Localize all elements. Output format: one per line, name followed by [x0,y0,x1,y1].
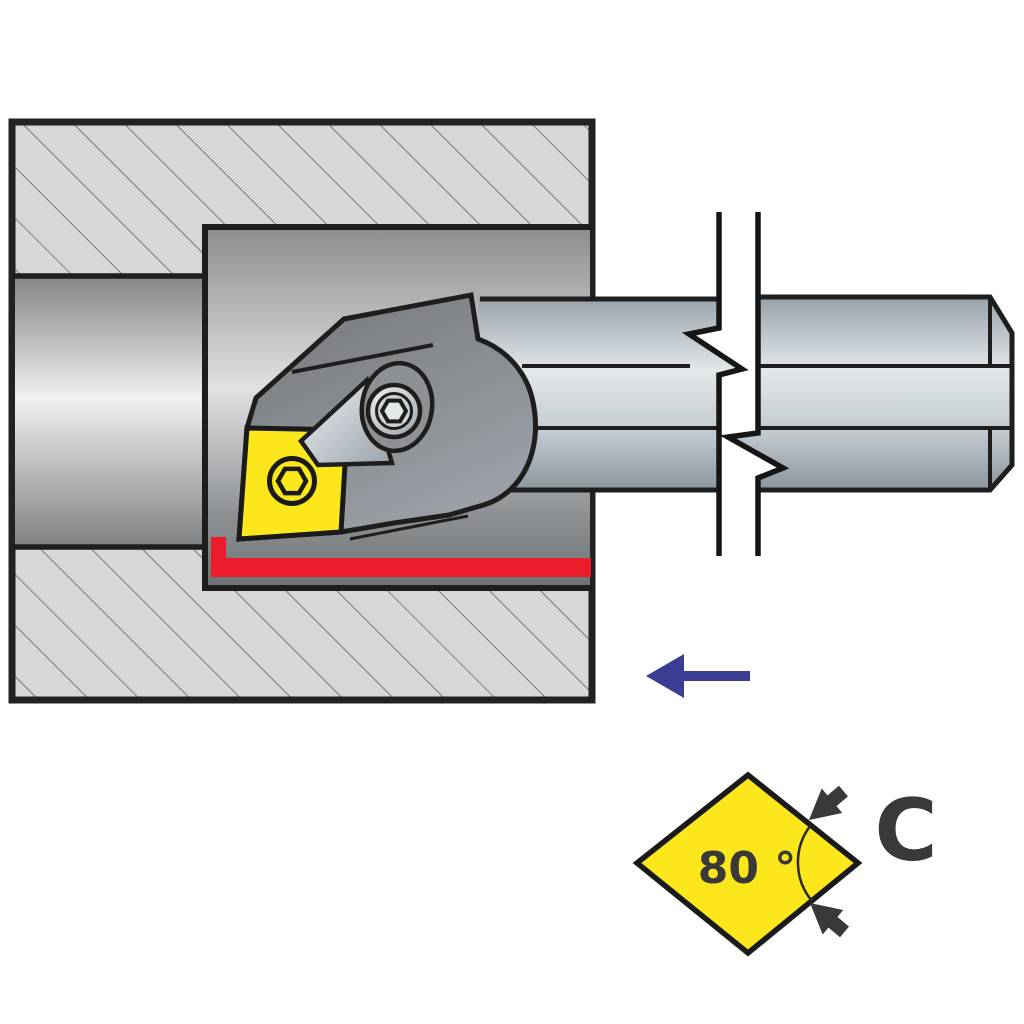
machined-surface-line [211,537,591,577]
feed-direction-arrow-icon [646,654,750,698]
break-line-right [719,212,790,556]
insert-rhombus [632,771,863,957]
machined-surface-horizontal [211,558,591,577]
shank-left-body [478,297,742,492]
break-symbol [681,212,790,556]
angle-arrow-upper-icon [809,785,848,820]
boring-bar-shank-right [720,294,1015,493]
insert-screw-hex-socket-icon [275,466,309,496]
break-line-left [681,212,749,556]
angle-arrow-lower-icon [810,903,849,938]
head-top-facet-line [291,343,434,374]
tool-head [236,292,538,542]
angle-dimension-arc [796,824,813,902]
head-underside-line [349,514,469,541]
clamp-screw-hex-socket-icon [379,398,409,424]
insert-code-letter: C [874,781,937,881]
insert-shape-diagram: 80 ° C [632,771,938,957]
angle-label: 80 ° [698,843,797,894]
small-bore-surface [15,276,205,547]
